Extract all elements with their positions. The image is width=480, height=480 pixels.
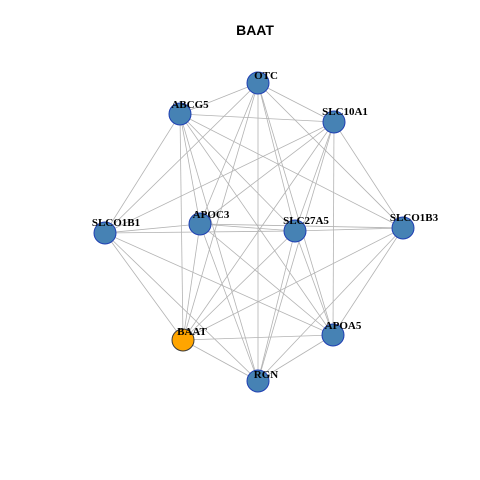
node-label-slc10a1: SLC10A1 bbox=[322, 106, 368, 118]
edge-otc-baat bbox=[182, 82, 259, 341]
edge-otc-slc10a1 bbox=[257, 82, 335, 123]
edge-baat-rgn bbox=[182, 339, 259, 382]
edge-layer bbox=[104, 82, 404, 382]
edge-apoc3-rgn bbox=[199, 223, 259, 382]
edge-baat-apoa5 bbox=[182, 334, 334, 341]
graph-title: BAAT bbox=[236, 22, 274, 38]
node-otc[interactable] bbox=[246, 71, 270, 95]
edge-slco1b3-rgn bbox=[257, 227, 404, 382]
edge-abcg5-slco1b3 bbox=[179, 113, 404, 229]
edge-otc-abcg5 bbox=[179, 82, 259, 115]
edge-slc27a5-apoa5 bbox=[294, 230, 334, 336]
edge-apoc3-baat bbox=[182, 223, 201, 341]
edge-apoc3-slc27a5 bbox=[199, 223, 296, 232]
node-label-rgn: RGN bbox=[254, 369, 279, 381]
edge-slc10a1-slco1b1 bbox=[104, 121, 335, 234]
edge-slco1b3-apoa5 bbox=[332, 227, 404, 336]
edge-slc27a5-slco1b3 bbox=[294, 227, 404, 232]
edge-slco1b1-apoa5 bbox=[104, 232, 334, 336]
edge-otc-slco1b3 bbox=[257, 82, 404, 229]
edge-apoa5-rgn bbox=[257, 334, 334, 382]
edge-slc10a1-apoc3 bbox=[199, 121, 335, 225]
edge-abcg5-baat bbox=[179, 113, 184, 341]
node-apoa5[interactable] bbox=[321, 323, 345, 347]
edge-slc10a1-apoa5 bbox=[332, 121, 335, 336]
edge-otc-slco1b1 bbox=[104, 82, 259, 234]
edge-slco1b1-rgn bbox=[104, 232, 259, 382]
edge-slco1b1-baat bbox=[104, 232, 184, 341]
node-apoc3[interactable] bbox=[188, 212, 212, 236]
edge-abcg5-rgn bbox=[179, 113, 259, 382]
node-label-slco1b1: SLCO1B1 bbox=[92, 217, 140, 229]
edge-slc27a5-baat bbox=[182, 230, 296, 341]
edge-abcg5-apoa5 bbox=[179, 113, 334, 336]
node-label-apoa5: APOA5 bbox=[325, 320, 362, 332]
edge-otc-slc27a5 bbox=[257, 82, 296, 232]
edge-slco1b1-apoc3 bbox=[104, 223, 201, 234]
edge-slco1b3-baat bbox=[182, 227, 404, 341]
node-layer bbox=[93, 71, 415, 393]
node-label-otc: OTC bbox=[254, 70, 278, 82]
node-rgn[interactable] bbox=[246, 369, 270, 393]
node-label-abcg5: ABCG5 bbox=[171, 99, 209, 111]
node-label-slco1b3: SLCO1B3 bbox=[390, 212, 439, 224]
node-abcg5[interactable] bbox=[168, 102, 192, 126]
edge-otc-apoc3 bbox=[199, 82, 259, 225]
node-baat[interactable] bbox=[171, 328, 195, 352]
edge-slc10a1-slco1b3 bbox=[333, 121, 404, 229]
edge-abcg5-slc10a1 bbox=[179, 113, 335, 123]
edge-abcg5-slco1b1 bbox=[104, 113, 181, 234]
node-slco1b1[interactable] bbox=[93, 221, 117, 245]
node-label-baat: BAAT bbox=[177, 326, 207, 338]
edge-otc-apoa5 bbox=[257, 82, 334, 336]
node-slco1b3[interactable] bbox=[391, 216, 415, 240]
edge-slc10a1-slc27a5 bbox=[294, 121, 335, 232]
edge-slc27a5-rgn bbox=[257, 230, 296, 382]
node-label-slc27a5: SLC27A5 bbox=[283, 215, 329, 227]
node-slc10a1[interactable] bbox=[322, 110, 346, 134]
node-label-apoc3: APOC3 bbox=[193, 209, 230, 221]
node-slc27a5[interactable] bbox=[283, 219, 307, 243]
edge-abcg5-apoc3 bbox=[179, 113, 201, 225]
edge-slc10a1-rgn bbox=[257, 121, 335, 382]
edge-abcg5-slc27a5 bbox=[179, 113, 296, 232]
edge-apoc3-apoa5 bbox=[199, 223, 334, 336]
